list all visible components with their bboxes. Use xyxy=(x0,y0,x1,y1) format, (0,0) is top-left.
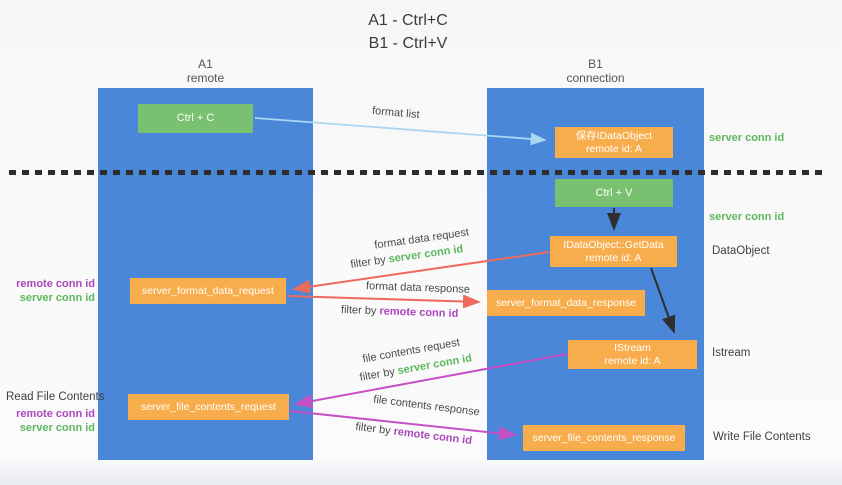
annotation-write-file-contents: Write File Contents xyxy=(713,431,811,443)
node-server-format-data-request: server_format_data_request xyxy=(130,278,286,304)
remote-conn-id-text: remote conn id xyxy=(392,425,473,448)
arrow-format-data-response xyxy=(286,294,481,309)
filter-by-text: filter by xyxy=(340,303,377,318)
node-getdata-line1: IDataObject::GetData xyxy=(563,238,664,251)
node-istream: IStream remote id: A xyxy=(568,340,697,369)
node-save-idataobject: 保存IDataObject remote id: A xyxy=(555,127,673,158)
node-istream-line1: IStream xyxy=(614,341,651,354)
node-save-idataobject-line2: remote id: A xyxy=(585,142,643,155)
lane-b1-name: B1 xyxy=(588,57,603,71)
node-file-request-label: server_file_contents_request xyxy=(141,400,276,413)
edge-label-format-data-response: format data response xyxy=(365,280,471,296)
annotation-server-conn-id-mid: server conn id xyxy=(709,211,785,223)
node-server-format-data-response: server_format_data_response xyxy=(487,290,645,316)
diagram-title: A1 - Ctrl+C B1 - Ctrl+V xyxy=(288,9,528,55)
node-server-file-contents-request: server_file_contents_request xyxy=(128,394,289,420)
node-getdata-line2: remote id: A xyxy=(585,251,642,264)
node-idataobject-getdata: IDataObject::GetData remote id: A xyxy=(550,236,677,267)
filter-by-text: filter by xyxy=(358,365,396,384)
node-istream-line2: remote id: A xyxy=(604,354,661,367)
session-divider-line xyxy=(9,170,823,175)
lane-header-b1: B1 connection xyxy=(487,57,704,85)
remote-conn-id-text: remote conn id xyxy=(379,305,459,321)
node-ctrl-v-label: Ctrl + V xyxy=(595,186,633,199)
lane-b1-role: connection xyxy=(566,71,625,85)
annotation-server-conn-id-2: server conn id xyxy=(19,422,95,434)
annotation-server-conn-id-top: server conn id xyxy=(709,132,785,144)
node-ctrl-c-label: Ctrl + C xyxy=(176,112,215,124)
annotation-conn-ids-file: remote conn id server conn id xyxy=(0,407,95,435)
edge-label-format-list: format list xyxy=(371,104,421,122)
node-format-response-label: server_format_data_response xyxy=(495,296,637,309)
node-server-file-contents-response: server_file_contents_response xyxy=(523,425,685,451)
title-line-1: A1 - Ctrl+C xyxy=(368,12,448,29)
annotation-read-file-contents: Read File Contents xyxy=(6,391,105,403)
node-ctrl-c: Ctrl + C xyxy=(138,104,253,133)
filter-by-text: filter by xyxy=(349,254,387,271)
node-save-idataobject-line1: 保存IDataObject xyxy=(575,129,653,142)
annotation-conn-ids-format: remote conn id server conn id xyxy=(0,277,95,305)
node-file-response-label: server_file_contents_response xyxy=(532,431,676,444)
node-format-request-label: server_format_data_request xyxy=(142,284,274,297)
annotation-remote-conn-id-1: remote conn id xyxy=(16,278,95,290)
annotation-remote-conn-id-2: remote conn id xyxy=(16,408,95,420)
edge-label-file-contents-response: file contents response xyxy=(372,393,481,419)
edge-label-format-data-request-filter: filter byserver conn id xyxy=(350,243,464,271)
annotation-server-conn-id-1: server conn id xyxy=(19,292,95,304)
lane-a1-role: remote xyxy=(186,71,225,85)
filter-by-text: filter by xyxy=(354,420,392,438)
annotation-istream: Istream xyxy=(712,347,751,359)
title-line-2: B1 - Ctrl+V xyxy=(368,35,448,52)
annotation-dataobject: DataObject xyxy=(712,245,770,257)
node-ctrl-v: Ctrl + V xyxy=(555,179,673,207)
lane-a1-name: A1 xyxy=(198,57,213,71)
lane-header-a1: A1 remote xyxy=(98,57,313,85)
